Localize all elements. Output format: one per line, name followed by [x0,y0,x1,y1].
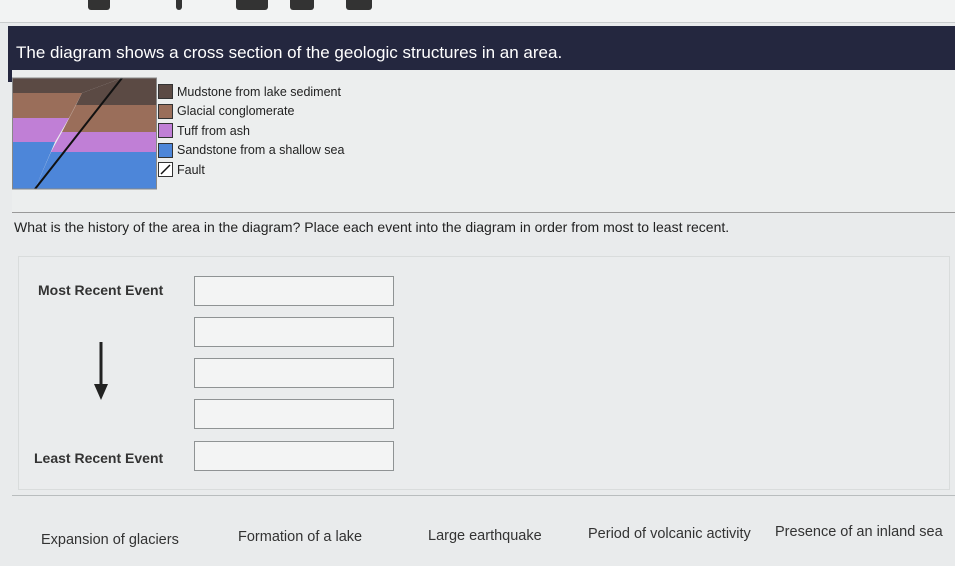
legend-item: Glacial conglomerate [158,102,344,122]
top-toolbar [0,0,955,23]
drop-slot-1[interactable] [194,276,394,306]
section-divider [12,212,955,213]
toolbar-tool-icon[interactable] [88,0,110,10]
legend-swatch [158,84,173,100]
diagram-area: Mudstone from lake sediment Glacial cong… [12,70,955,212]
fault-icon [158,162,173,178]
legend-item: Sandstone from a shallow sea [158,141,344,161]
event-expansion-of-glaciers[interactable]: Expansion of glaciers [41,532,179,548]
prompt-text: The diagram shows a cross section of the… [16,43,563,62]
legend-label: Sandstone from a shallow sea [177,143,345,158]
most-recent-label: Most Recent Event [38,282,164,298]
legend-label: Glacial conglomerate [177,104,295,119]
toolbar-tool-icon[interactable] [176,0,182,10]
legend-item: Tuff from ash [158,121,344,141]
drop-slot-4[interactable] [194,399,394,429]
legend: Mudstone from lake sediment Glacial cong… [158,82,344,180]
drop-slot-2[interactable] [194,317,394,347]
event-period-of-volcanic-activity[interactable]: Period of volcanic activity [588,526,751,542]
question-text: What is the history of the area in the d… [14,219,730,235]
event-large-earthquake[interactable]: Large earthquake [428,528,542,544]
drop-slot-5[interactable] [194,441,394,471]
legend-label: Mudstone from lake sediment [177,84,341,99]
order-panel [18,256,950,490]
toolbar-tool-icon[interactable] [290,0,314,10]
least-recent-label: Least Recent Event [34,450,164,466]
bank-divider [12,495,955,496]
event-presence-of-an-inland-sea[interactable]: Presence of an inland sea [775,524,943,540]
legend-swatch [158,103,173,119]
legend-label: Fault [177,162,205,177]
toolbar-tool-icon[interactable] [346,0,372,10]
arrow-down-icon [94,342,108,400]
legend-label: Tuff from ash [177,123,250,138]
legend-item: Fault [158,160,344,180]
legend-swatch [158,123,173,139]
cross-section-diagram [12,77,157,190]
drop-slot-3[interactable] [194,358,394,388]
toolbar-tool-icon[interactable] [236,0,268,10]
legend-swatch [158,142,173,158]
event-formation-of-a-lake[interactable]: Formation of a lake [238,529,363,545]
legend-item: Mudstone from lake sediment [158,82,344,102]
